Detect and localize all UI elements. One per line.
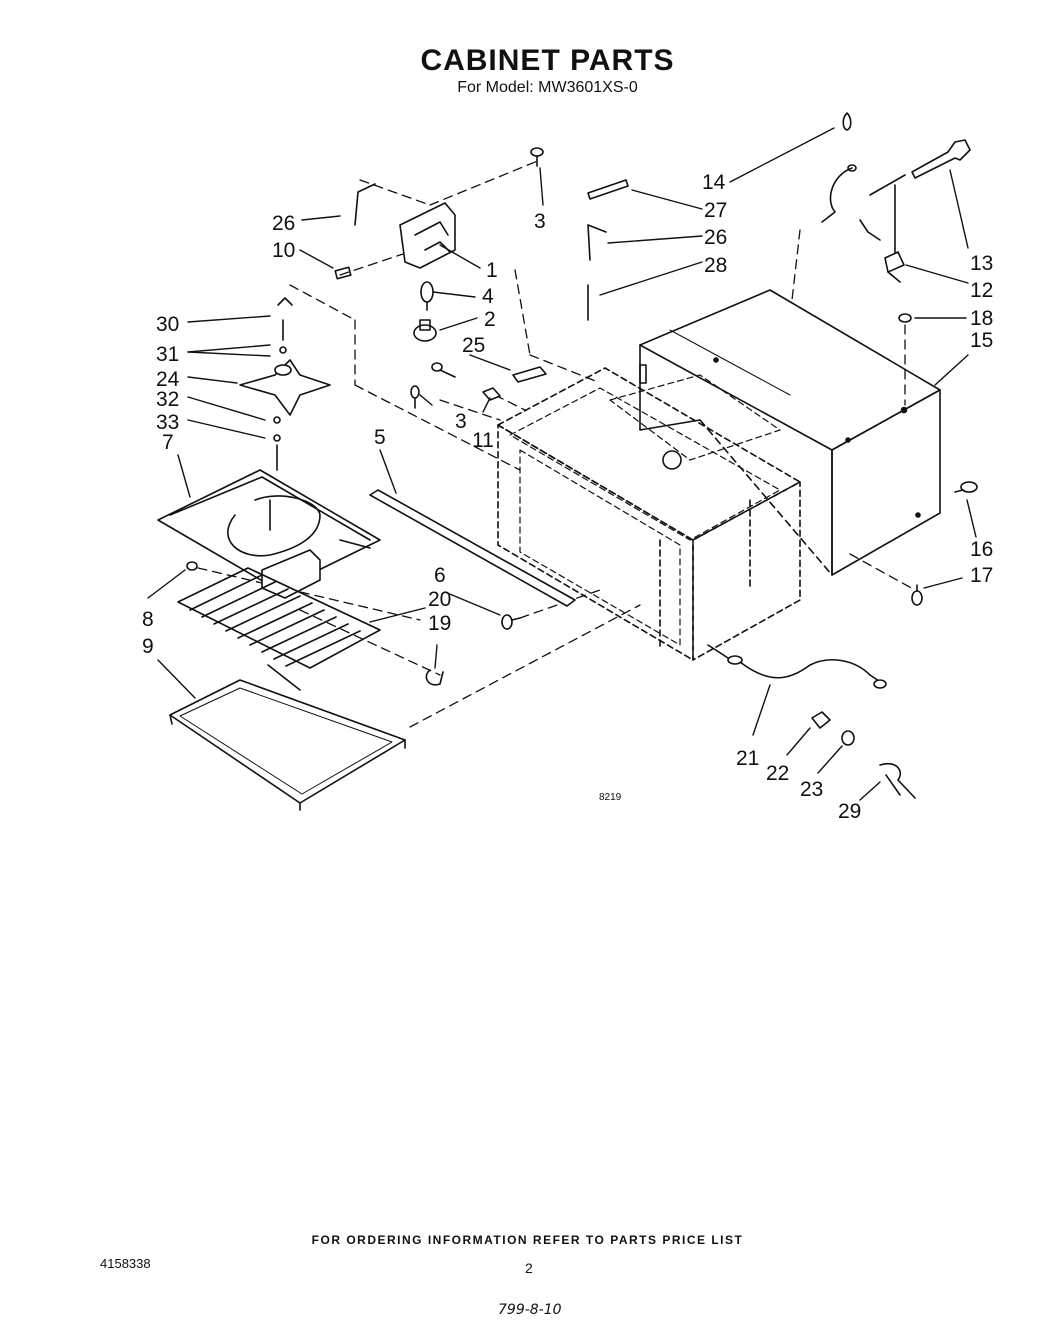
callout-29: 29 [838, 800, 861, 823]
handwritten-note: 799-8-10 [498, 1302, 562, 1318]
callout-10: 10 [272, 239, 295, 262]
trim-and-fasteners [186, 489, 576, 686]
callout-9: 9 [142, 635, 154, 658]
small-strips [482, 179, 629, 401]
page-title: CABINET PARTS [420, 44, 675, 77]
callout-labels: 26 10 1 4 2 3 3 25 11 30 31 24 32 33 7 5… [142, 171, 993, 823]
callout-1: 1 [486, 259, 498, 282]
callout-4: 4 [482, 285, 494, 308]
callout-12: 12 [970, 279, 993, 302]
hinge-bracket [334, 183, 456, 280]
callout-5: 5 [374, 426, 386, 449]
callout-8: 8 [142, 608, 154, 631]
callout-16: 16 [970, 538, 993, 561]
callout-3-lower: 3 [455, 410, 467, 433]
callout-13: 13 [970, 252, 993, 275]
oven-cavity [497, 367, 801, 661]
callout-31: 31 [156, 343, 179, 366]
cabinet-screws [911, 481, 978, 606]
callout-26-right: 26 [704, 226, 727, 249]
callout-15: 15 [970, 329, 993, 352]
oven-rack [177, 567, 381, 691]
assembly-dashed-lines [197, 159, 916, 728]
outer-cabinet [639, 289, 941, 576]
callout-6: 6 [434, 564, 446, 587]
cavity-stirrer-hub [662, 450, 682, 470]
callout-11: 11 [472, 429, 494, 452]
callout-32: 32 [156, 388, 179, 411]
callout-20: 20 [428, 588, 451, 611]
callout-3-top: 3 [534, 210, 546, 233]
screws [410, 147, 544, 409]
callout-30: 30 [156, 313, 179, 336]
thermistor-cable-parts [707, 644, 916, 799]
glass-tray [169, 679, 406, 811]
drawing-number: 8219 [599, 792, 622, 803]
callout-23: 23 [800, 778, 823, 801]
document-number: 4158338 [100, 1256, 151, 1271]
callout-33: 33 [156, 411, 179, 434]
leader-arrows [147, 127, 977, 801]
model-subtitle: For Model: MW3601XS-0 [457, 79, 638, 96]
callout-17: 17 [970, 564, 993, 587]
callout-25: 25 [462, 334, 485, 357]
callout-7: 7 [162, 431, 174, 454]
lamp-and-socket [413, 281, 437, 342]
stirrer-cover-plate [157, 469, 381, 599]
ordering-info-note: FOR ORDERING INFORMATION REFER TO PARTS … [311, 1233, 744, 1247]
callout-28: 28 [704, 254, 727, 277]
callout-2: 2 [484, 308, 496, 331]
stirrer-assembly [239, 297, 331, 471]
callout-19: 19 [428, 612, 451, 635]
callout-27: 27 [704, 199, 727, 222]
callout-22: 22 [766, 762, 789, 785]
power-cord-parts [821, 112, 971, 323]
callout-14: 14 [702, 171, 726, 194]
callout-18: 18 [970, 307, 993, 330]
callout-26-left: 26 [272, 212, 295, 235]
callout-24: 24 [156, 368, 180, 391]
page-number: 2 [525, 1260, 533, 1276]
callout-21: 21 [736, 747, 759, 770]
